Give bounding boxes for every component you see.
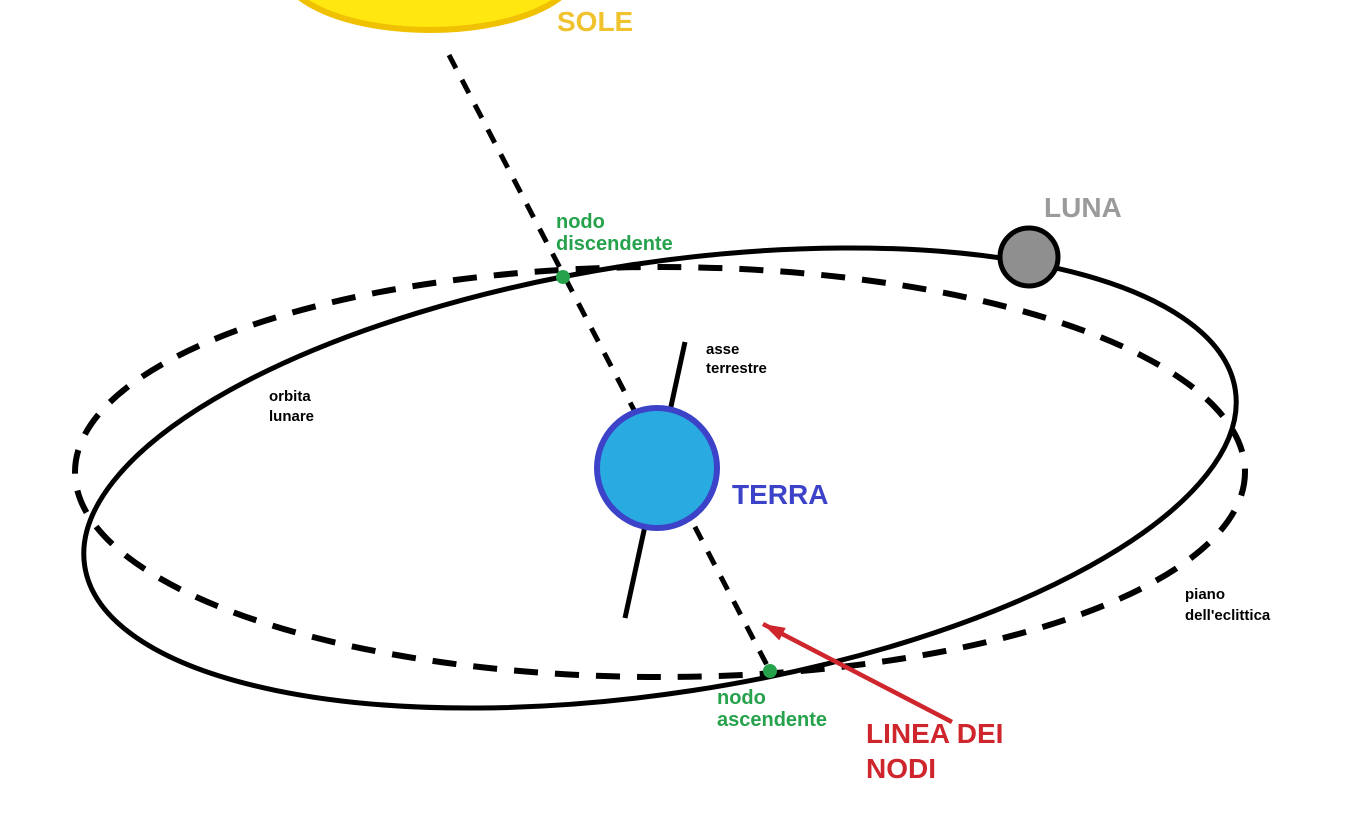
descending-node-label: nodo discendente (556, 211, 673, 255)
ecliptic-plane-label-line2: dell'eclittica (1185, 607, 1271, 624)
earth-axis-label: asse terrestre (706, 341, 767, 377)
earth-axis-label-line2: terrestre (706, 360, 767, 377)
ecliptic-plane-ellipse (72, 264, 1248, 680)
sun-icon (298, 0, 562, 33)
earth-axis-label-line1: asse (706, 341, 739, 358)
ecliptic-plane-label-line1: piano (1185, 586, 1225, 603)
ascending-node-label-line1: nodo (717, 687, 766, 709)
descending-node-label-line2: discendente (556, 233, 673, 255)
ascending-node-dot (763, 664, 777, 678)
line-of-nodes-label-line2: NODI (866, 753, 936, 784)
earth-label: TERRA (732, 479, 828, 510)
line-of-nodes-dashed-line (446, 53, 773, 673)
ascending-node-label-line2: ascendente (717, 709, 827, 731)
line-of-nodes-label: LINEA DEI NODI (866, 718, 1003, 784)
earth-icon (594, 405, 720, 531)
lunar-orbit-label: orbita lunare (269, 388, 314, 425)
moon-icon (997, 225, 1061, 289)
sun-label: SOLE (557, 6, 633, 37)
line-of-nodes-label-line1: LINEA DEI (866, 718, 1003, 749)
ecliptic-plane-label: piano dell'eclittica (1185, 586, 1271, 624)
moon-label: LUNA (1044, 192, 1122, 223)
lunar-orbit-label-line1: orbita (269, 388, 311, 405)
line-of-nodes-arrow (761, 622, 954, 724)
descending-node-label-line1: nodo (556, 211, 605, 233)
lunar-orbit-label-line2: lunare (269, 408, 314, 425)
ascending-node-label: nodo ascendente (717, 687, 827, 731)
descending-node-dot (556, 270, 570, 284)
